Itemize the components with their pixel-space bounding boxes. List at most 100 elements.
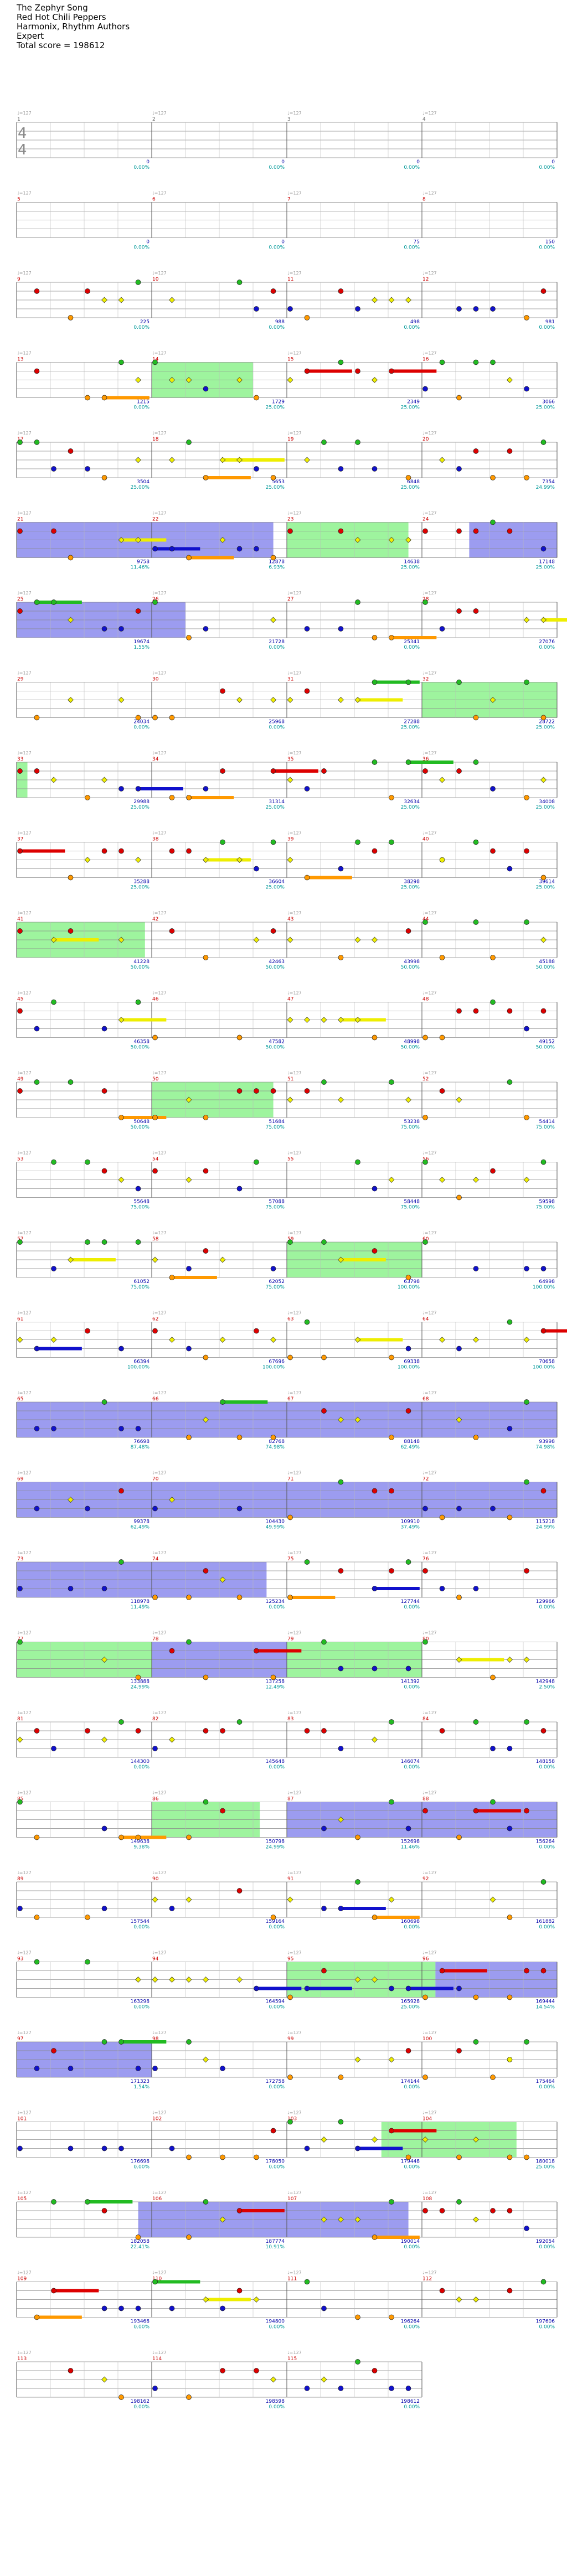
measure-sp-percent: 25.00% — [131, 885, 150, 891]
note — [321, 1968, 327, 1974]
measure-sp-percent: 25.00% — [266, 405, 285, 411]
note — [540, 439, 547, 445]
note — [490, 1168, 496, 1174]
note — [118, 1426, 124, 1431]
tempo-label: ♩=127 — [287, 2030, 302, 2035]
sustain-note — [223, 1400, 268, 1404]
tempo-label: ♩=127 — [17, 991, 32, 996]
note — [34, 1834, 40, 1840]
measure-sp-percent: 87.48% — [131, 1445, 150, 1450]
measure-sp-percent: 0.00% — [269, 2165, 285, 2170]
hopo-note — [203, 857, 209, 863]
hopo-note — [354, 2056, 361, 2063]
measure-score: 34008 — [539, 799, 555, 805]
measure-number: 69 — [17, 1477, 24, 1482]
note — [321, 1906, 327, 1911]
note — [17, 439, 23, 445]
tempo-label: ♩=127 — [422, 111, 437, 116]
note — [473, 1994, 479, 2000]
note — [186, 848, 192, 854]
note — [456, 679, 462, 685]
tempo-label: ♩=127 — [17, 1311, 32, 1316]
note — [236, 2208, 243, 2213]
measure-number: 13 — [17, 357, 23, 363]
measure-number: 92 — [422, 1876, 429, 1882]
measure-sp-percent: 0.00% — [133, 2404, 150, 2410]
tempo-label: ♩=127 — [152, 831, 167, 836]
hopo-note — [219, 1256, 226, 1263]
hopo-note — [507, 377, 513, 383]
measure-number: 32 — [422, 677, 429, 682]
measure-score: 28722 — [539, 720, 555, 725]
measure-sp-percent: 0.00% — [539, 2244, 555, 2250]
tempo-label: ♩=127 — [17, 751, 32, 756]
measure-number: 99 — [287, 2036, 294, 2042]
note — [338, 2386, 344, 2391]
sustain-note — [391, 2129, 437, 2133]
note — [101, 2039, 107, 2045]
note — [473, 1008, 479, 1014]
note — [51, 2048, 56, 2053]
tempo-label: ♩=127 — [287, 1311, 302, 1316]
tempo-label: ♩=127 — [17, 2350, 32, 2355]
hopo-note — [473, 1337, 479, 1343]
note — [524, 1266, 529, 1271]
note — [524, 1968, 529, 1974]
hopo-note — [354, 937, 361, 943]
note — [220, 2066, 225, 2071]
note — [220, 1728, 225, 1734]
measure-sp-percent: 25.00% — [401, 725, 420, 731]
note — [372, 1248, 378, 1254]
note — [473, 608, 479, 614]
note — [169, 546, 175, 552]
note — [372, 2368, 378, 2373]
measure-number: 89 — [17, 1876, 24, 1882]
note — [507, 1825, 513, 1832]
total-score: Total score = 198612 — [17, 40, 105, 50]
hopo-note — [68, 1497, 74, 1503]
measure-number: 111 — [287, 2277, 297, 2282]
note — [355, 439, 360, 445]
hopo-note — [118, 297, 125, 303]
note — [524, 386, 529, 392]
measure-score: 133888 — [131, 1679, 150, 1685]
note — [540, 1728, 547, 1734]
note — [304, 2279, 310, 2285]
note — [524, 679, 529, 685]
hopo-note — [185, 1896, 192, 1903]
hopo-note — [135, 857, 141, 863]
note — [287, 1514, 293, 1520]
measure-score: 88148 — [404, 1439, 420, 1445]
note — [203, 626, 209, 632]
note — [422, 1994, 428, 2000]
tempo-label: ♩=127 — [17, 1550, 32, 1555]
note — [101, 626, 107, 632]
tempo-label: ♩=127 — [422, 2270, 437, 2275]
measure-number: 83 — [287, 1716, 293, 1722]
note — [507, 448, 513, 454]
measure-score: 36604 — [269, 880, 285, 885]
note — [203, 1168, 209, 1174]
tempo-label: ♩=127 — [17, 2270, 32, 2275]
measure-sp-percent: 0.00% — [269, 2084, 285, 2090]
hopo-note — [507, 1657, 513, 1663]
note — [220, 2154, 225, 2160]
hopo-note — [473, 2216, 479, 2223]
measure-score: 43998 — [404, 959, 420, 965]
hopo-note — [489, 697, 496, 703]
measure-score: 127744 — [401, 1599, 420, 1605]
note — [473, 1719, 479, 1725]
note — [490, 2208, 496, 2213]
note — [135, 999, 141, 1005]
tempo-label: ♩=127 — [152, 271, 167, 276]
note — [203, 1728, 209, 1734]
tempo-label: ♩=127 — [422, 2111, 437, 2115]
note — [186, 2039, 192, 2045]
hopo-note — [50, 777, 57, 783]
measure-number: 59 — [287, 1237, 294, 1242]
measure-number: 93 — [17, 1957, 23, 1962]
measure-score: 64998 — [539, 1279, 555, 1285]
measure-score: 145648 — [266, 1759, 285, 1765]
note — [34, 1026, 40, 1032]
